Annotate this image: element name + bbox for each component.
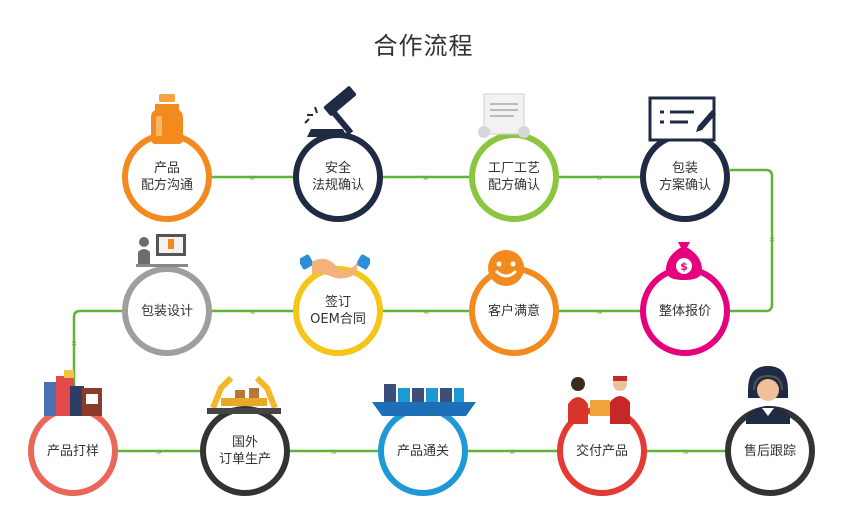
step-label: 客户满意 [487, 303, 540, 319]
step-packaging-plan: 包装 方案确认 [640, 132, 730, 222]
step-label: 产品通关 [396, 443, 449, 459]
gavel-icon [304, 86, 357, 137]
step-ring [122, 132, 212, 222]
delivery-icon [568, 376, 630, 424]
step-quotation: 整体报价 [640, 266, 730, 356]
connector-arrow: « [423, 305, 430, 318]
connector-arrow: « [596, 305, 603, 318]
designer-desk-icon [136, 234, 188, 267]
connector-arrow: » [156, 445, 163, 458]
step-production: 国外 订单生产 [200, 406, 290, 496]
checklist-pen-icon [648, 96, 716, 142]
step-sampling: 产品打样 [28, 406, 118, 496]
connector-arrow: » [766, 237, 779, 244]
step-product-formula: 产品 配方沟通 [122, 132, 212, 222]
connector-arrow: » [596, 171, 603, 184]
step-ring [200, 406, 290, 496]
step-label: 包装设计 [140, 303, 193, 319]
support-agent-icon [746, 366, 790, 424]
connector-arrow: » [509, 445, 516, 458]
step-label: 产品 配方沟通 [140, 161, 193, 193]
step-label: 售后跟踪 [743, 443, 796, 459]
page-title: 合作流程 [373, 32, 474, 60]
step-label: 整体报价 [658, 303, 711, 319]
step-safety-regulation: 安全 法规确认 [293, 132, 383, 222]
connector-arrow: » [68, 341, 81, 348]
step-label: 产品打样 [46, 443, 99, 459]
step-label: 国外 订单生产 [218, 435, 271, 467]
svg-text:$: $ [680, 260, 688, 273]
step-label: 交付产品 [575, 443, 628, 459]
handshake-icon [300, 254, 370, 279]
step-ring [293, 266, 383, 356]
step-sign-contract: 签订 OEM合同 [293, 266, 383, 356]
step-label: 包装 方案确认 [658, 161, 711, 193]
connector-arrow: » [423, 171, 430, 184]
step-ring [640, 132, 730, 222]
product-boxes-icon [44, 370, 102, 416]
bottle-icon [151, 94, 183, 144]
step-label: 签订 OEM合同 [310, 295, 366, 327]
connector-arrow: » [331, 445, 338, 458]
step-packaging-design: 包装设计 [122, 266, 212, 356]
step-label: 安全 法规确认 [311, 161, 364, 193]
money-bag-icon: $ [666, 242, 702, 280]
step-ring [469, 132, 559, 222]
connector-turn-right [730, 168, 774, 313]
connector-turn-left [72, 309, 122, 406]
cargo-ship-icon [372, 384, 476, 416]
document-scroll-icon [478, 93, 530, 138]
smiley-icon [488, 250, 524, 286]
connector-arrow: » [249, 171, 256, 184]
connector-arrow: « [249, 305, 256, 318]
robot-arm-icon [207, 375, 281, 414]
step-ring [28, 406, 118, 496]
step-label: 工厂工艺 配方确认 [487, 161, 540, 193]
step-factory-process: 工厂工艺 配方确认 [469, 132, 559, 222]
connector-arrow: » [683, 445, 690, 458]
step-ring [122, 266, 212, 356]
